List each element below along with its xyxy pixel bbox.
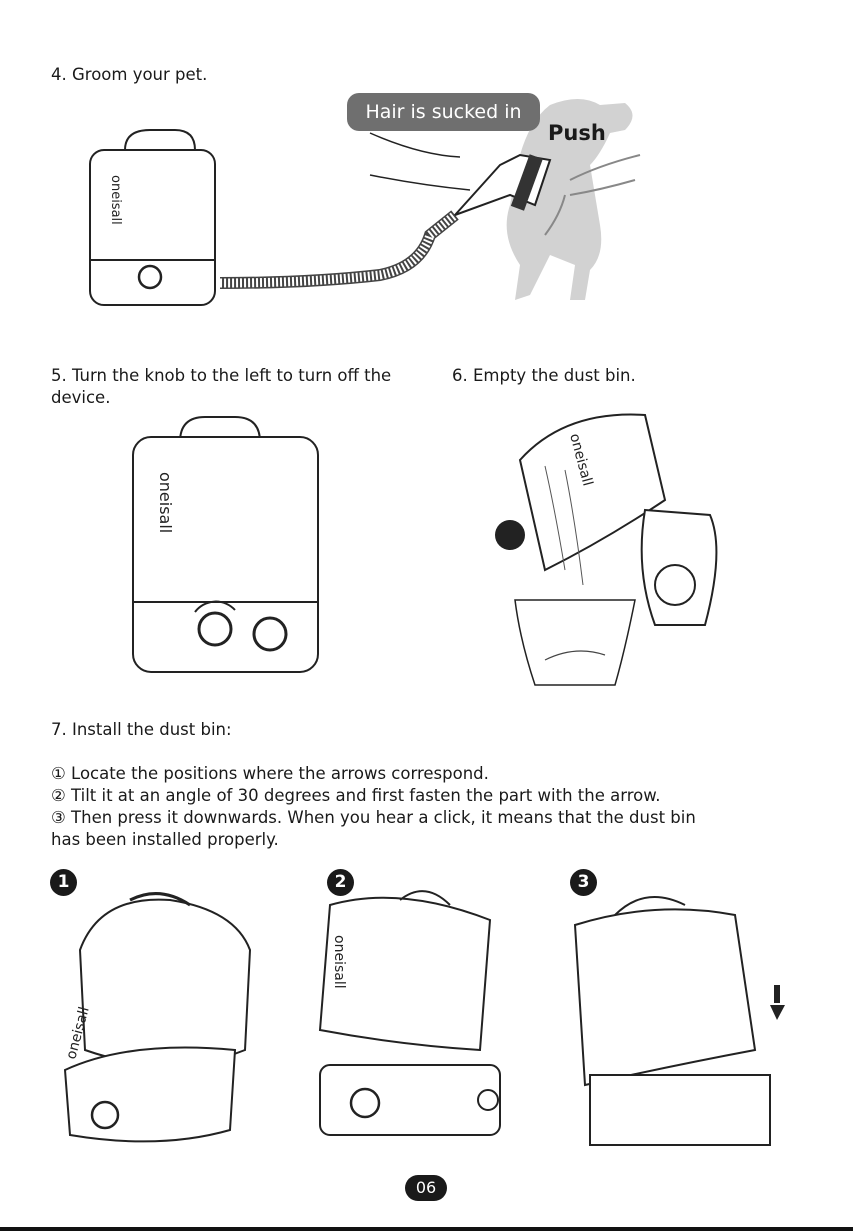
page-number: 06 [405, 1175, 447, 1201]
install-step-3-illustration [573, 896, 785, 1146]
step7-title: 7. Install the dust bin: [51, 720, 232, 739]
empty-bin-illustration: oneisall [495, 413, 718, 686]
step6-title: 6. Empty the dust bin. [452, 366, 636, 385]
install-step-2-illustration: oneisall [318, 890, 501, 1136]
step4-title: 4. Groom your pet. [51, 65, 208, 84]
step7-instruction-3a: ③ Then press it downwards. When you hear… [51, 808, 696, 827]
svg-text:oneisall: oneisall [108, 175, 123, 225]
step-badge-2: 2 [327, 869, 354, 896]
step5-title-line1: 5. Turn the knob to the left to turn off… [51, 366, 392, 385]
groom-pet-illustration: oneisall [89, 99, 641, 306]
svg-text:oneisall: oneisall [331, 935, 347, 989]
step5-title-line2: device. [51, 388, 111, 407]
hair-sucked-bubble: Hair is sucked in [347, 93, 540, 131]
push-label: Push [548, 121, 606, 145]
step7-instruction-1: ① Locate the positions where the arrows … [51, 764, 489, 783]
step7-instruction-3b: has been installed properly. [51, 830, 279, 849]
svg-text:oneisall: oneisall [156, 472, 175, 533]
step-badge-1: 1 [50, 869, 77, 896]
step7-instruction-2: ② Tilt it at an angle of 30 degrees and … [51, 786, 661, 805]
step-badge-3: 3 [570, 869, 597, 896]
install-step-1-illustration: oneisall [63, 892, 252, 1143]
bottom-rule [0, 1227, 853, 1231]
turn-knob-illustration: oneisall [132, 416, 319, 673]
